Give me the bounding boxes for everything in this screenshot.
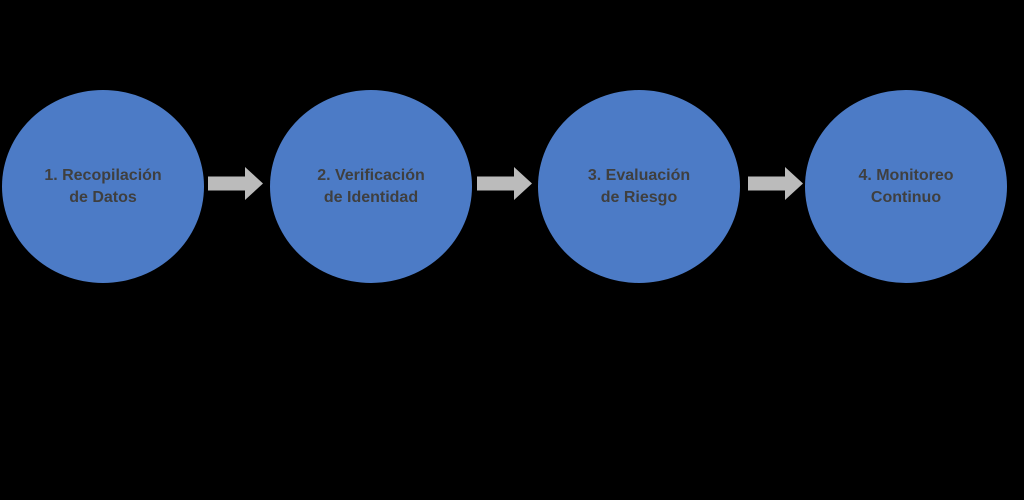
- step-circle-4: 4. Monitoreo Continuo: [805, 90, 1007, 283]
- arrow-right-icon: [477, 167, 532, 200]
- step-2-line-1: 2. Verificación: [317, 166, 425, 184]
- step-circle-2: 2. Verificación de Identidad: [270, 90, 472, 283]
- step-3-line-1: 3. Evaluación: [587, 166, 691, 184]
- step-1-line-2: de Datos: [69, 188, 137, 206]
- step-4-line-2: Continuo: [870, 188, 942, 206]
- arrow-right-icon: [208, 167, 263, 200]
- step-1-line-1: 1. Recopilación: [44, 166, 162, 184]
- step-label-1: 1. Recopilación de Datos: [44, 165, 161, 209]
- step-circle-1: 1. Recopilación de Datos: [2, 90, 204, 283]
- step-label-2: 2. Verificación de Identidad: [317, 165, 425, 209]
- step-3-line-2: de Riesgo: [600, 188, 678, 206]
- step-label-3: 3. Evaluación de Riesgo: [588, 165, 690, 209]
- step-label-4: 4. Monitoreo Continuo: [858, 165, 953, 209]
- step-2-line-2: de Identidad: [323, 188, 419, 206]
- arrow-right-icon: [748, 167, 803, 200]
- step-4-line-1: 4. Monitoreo: [858, 166, 954, 184]
- step-circle-3: 3. Evaluación de Riesgo: [538, 90, 740, 283]
